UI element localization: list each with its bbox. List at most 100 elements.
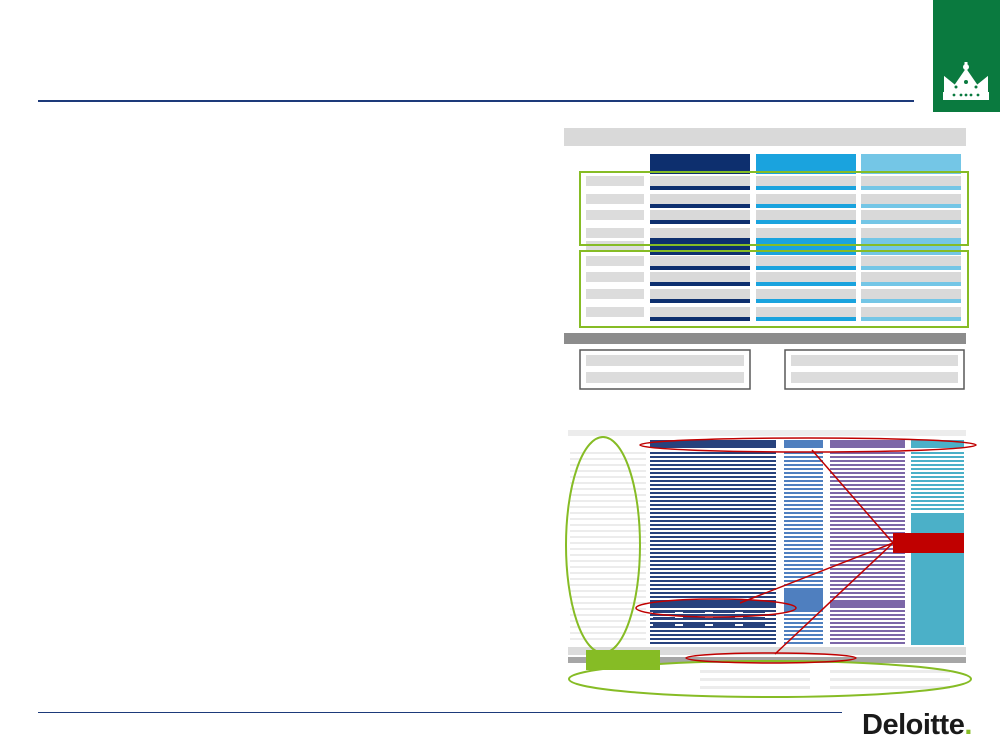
data-line-purple xyxy=(830,618,905,620)
data-line-teal xyxy=(911,456,964,458)
data-line-teal xyxy=(911,508,964,510)
label-line xyxy=(570,488,646,490)
data-line-purple xyxy=(830,480,905,482)
row-cell xyxy=(650,289,750,299)
row-cell xyxy=(756,194,856,204)
data-line-navy xyxy=(650,630,776,632)
data-line-purple xyxy=(830,638,905,640)
data-line-navy xyxy=(650,516,776,518)
label-line xyxy=(570,608,646,610)
lower-footer-bar xyxy=(568,657,966,663)
row-cell xyxy=(861,307,961,317)
data-line-blue xyxy=(784,524,823,526)
data-line-purple xyxy=(830,456,905,458)
label-line xyxy=(570,560,646,562)
header-callout-ellipse xyxy=(639,437,977,453)
row-cell xyxy=(650,210,750,220)
data-line-navy xyxy=(650,472,776,474)
data-line-blue xyxy=(784,642,823,644)
row-divider-navy xyxy=(650,204,750,208)
data-line-teal xyxy=(911,492,964,494)
data-line-blue xyxy=(784,464,823,466)
summary-line xyxy=(791,372,958,383)
data-line-purple xyxy=(830,614,905,616)
data-line-blue xyxy=(784,544,823,546)
row-divider-navy xyxy=(650,299,750,303)
row-cell xyxy=(650,272,750,282)
logo-text: Deloitte xyxy=(862,709,965,741)
data-line-blue xyxy=(784,456,823,458)
data-line-navy xyxy=(650,564,776,566)
column-head-cyan xyxy=(756,154,856,174)
data-line-blue xyxy=(784,480,823,482)
data-line-teal xyxy=(911,500,964,502)
row-divider-navy xyxy=(650,317,750,321)
data-line-blue xyxy=(784,476,823,478)
data-line-blue xyxy=(784,508,823,510)
data-line-blue xyxy=(784,564,823,566)
data-line-blue xyxy=(784,496,823,498)
row-cell xyxy=(861,272,961,282)
label-line xyxy=(570,626,646,628)
grid-cell xyxy=(743,603,765,606)
data-line-navy xyxy=(650,592,776,594)
data-line-blue xyxy=(784,468,823,470)
row-cell xyxy=(756,256,856,266)
data-line-blue xyxy=(784,512,823,514)
green-highlight-box-2 xyxy=(579,250,969,328)
data-line-purple xyxy=(830,610,905,612)
label-line xyxy=(570,548,646,550)
row-cell xyxy=(861,176,961,186)
data-line-teal xyxy=(911,460,964,462)
data-line-navy xyxy=(650,536,776,538)
row-label-cell xyxy=(586,289,644,299)
data-line-purple xyxy=(830,588,905,590)
data-line-navy xyxy=(650,572,776,574)
label-line xyxy=(570,452,646,454)
data-line-navy xyxy=(650,504,776,506)
data-line-purple xyxy=(830,452,905,454)
row-cell xyxy=(861,194,961,204)
data-line-navy xyxy=(650,464,776,466)
data-line-blue xyxy=(784,484,823,486)
data-line-purple xyxy=(830,548,905,550)
row-cell xyxy=(756,228,856,238)
label-line xyxy=(570,506,646,508)
data-line-navy xyxy=(650,552,776,554)
data-line-teal xyxy=(911,452,964,454)
data-line-purple xyxy=(830,500,905,502)
logo-dot: . xyxy=(964,709,972,741)
data-line-navy xyxy=(650,496,776,498)
data-line-teal xyxy=(911,464,964,466)
crown-icon xyxy=(943,62,989,100)
data-line-teal xyxy=(911,472,964,474)
data-line-purple xyxy=(830,642,905,644)
grid-cell xyxy=(743,617,765,620)
label-line xyxy=(570,638,646,640)
data-line-blue xyxy=(784,584,823,586)
data-line-purple xyxy=(830,634,905,636)
label-line xyxy=(570,494,646,496)
row-divider-navy xyxy=(650,186,750,190)
data-line-blue xyxy=(784,532,823,534)
column-head-navy xyxy=(650,154,750,174)
row-label-cell xyxy=(586,176,644,186)
data-line-purple xyxy=(830,584,905,586)
data-line-navy xyxy=(650,520,776,522)
row-divider-cyan xyxy=(756,317,856,321)
lower-header-bar xyxy=(568,430,966,436)
row-label-cell xyxy=(586,194,644,204)
data-line-navy xyxy=(650,556,776,558)
row-label-cell xyxy=(586,307,644,317)
data-line-navy xyxy=(650,488,776,490)
data-line-navy xyxy=(650,508,776,510)
grid-cell xyxy=(653,610,675,613)
deloitte-logo: Deloitte. xyxy=(862,709,972,742)
row-cell xyxy=(861,289,961,299)
row-label-cell xyxy=(586,210,644,220)
data-line-blue xyxy=(784,576,823,578)
data-line-navy xyxy=(650,580,776,582)
data-line-navy xyxy=(650,642,776,644)
grid-cell xyxy=(743,610,765,613)
